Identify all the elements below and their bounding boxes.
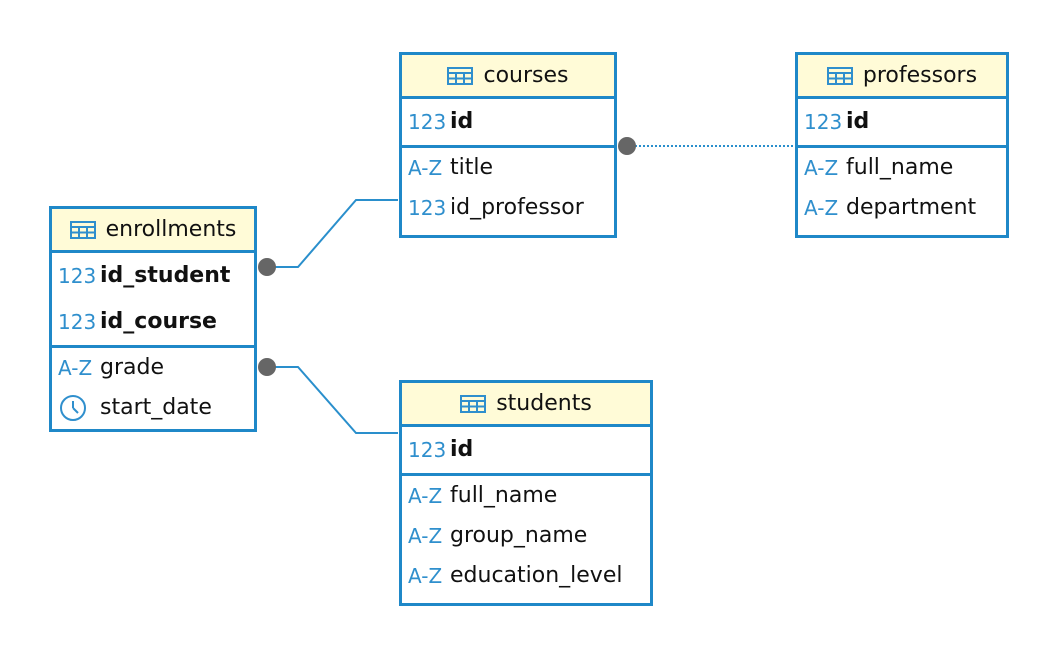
column-row[interactable]: start_date	[58, 388, 248, 428]
column-row[interactable]: 123 id_course	[58, 299, 248, 345]
courses-table-header[interactable]: courses	[402, 55, 614, 99]
text-icon: A-Z	[408, 524, 443, 548]
column-name: full_name	[846, 155, 954, 180]
column-row[interactable]: 123 id_student	[58, 253, 248, 299]
courses-key-columns: 123 id	[402, 99, 614, 148]
column-name: id	[450, 109, 474, 134]
column-row[interactable]: A-Z department	[804, 188, 1000, 228]
column-row[interactable]: A-Z full_name	[804, 148, 1000, 188]
enrollments-columns: A-Z grade start_date	[52, 348, 254, 428]
column-name: grade	[100, 355, 164, 380]
column-row[interactable]: 123 id	[804, 99, 1000, 145]
column-name: id	[846, 109, 870, 134]
column-row[interactable]: 123 id_professor	[408, 188, 608, 228]
professors-table-header[interactable]: professors	[798, 55, 1006, 99]
numeric-icon: 123	[58, 264, 97, 288]
column-row[interactable]: A-Z grade	[58, 348, 248, 388]
enrollments-table-title: enrollments	[105, 216, 237, 242]
table-icon	[69, 220, 96, 239]
students-columns: A-Z full_name A-Z group_name A-Z educati…	[402, 476, 650, 596]
column-name: id	[450, 437, 474, 462]
column-row[interactable]: 123 id	[408, 99, 608, 145]
courses-columns: A-Z title 123 id_professor	[402, 148, 614, 228]
table-icon	[826, 66, 853, 85]
column-name: start_date	[100, 395, 212, 420]
column-name: id_course	[100, 309, 217, 334]
enrollments-table[interactable]: enrollments 123 id_student 123 id_course…	[49, 206, 257, 432]
enrollments-courses-link	[268, 199, 398, 268]
courses-professor-endpoint	[618, 137, 636, 155]
column-name: department	[846, 195, 977, 220]
professors-columns: A-Z full_name A-Z department	[798, 148, 1006, 228]
text-icon: A-Z	[804, 196, 839, 220]
students-table-header[interactable]: students	[402, 383, 650, 427]
courses-table-title: courses	[483, 62, 569, 88]
column-row[interactable]: A-Z full_name	[408, 476, 644, 516]
professors-key-columns: 123 id	[798, 99, 1006, 148]
numeric-icon: 123	[58, 310, 97, 334]
column-name: id_professor	[450, 195, 584, 220]
column-name: group_name	[450, 523, 588, 548]
column-name: full_name	[450, 483, 558, 508]
numeric-icon: 123	[408, 110, 447, 134]
students-table[interactable]: students 123 id A-Z full_name A-Z group_…	[399, 380, 653, 606]
numeric-icon: 123	[408, 196, 447, 220]
column-name: title	[450, 155, 494, 180]
column-row[interactable]: A-Z group_name	[408, 516, 644, 556]
enrollments-key-columns: 123 id_student 123 id_course	[52, 253, 254, 348]
clock-icon	[58, 393, 92, 423]
enrollments-table-header[interactable]: enrollments	[52, 209, 254, 253]
column-row[interactable]: A-Z title	[408, 148, 608, 188]
text-icon: A-Z	[408, 156, 443, 180]
students-table-title: students	[496, 390, 592, 416]
column-name: id_student	[100, 263, 231, 288]
enrollments-students-link	[268, 366, 398, 434]
text-icon: A-Z	[408, 564, 443, 588]
text-icon: A-Z	[408, 484, 443, 508]
column-row[interactable]: A-Z education_level	[408, 556, 644, 596]
numeric-icon: 123	[804, 110, 843, 134]
courses-table[interactable]: courses 123 id A-Z title 123 id_professo…	[399, 52, 617, 238]
enrollments-student-endpoint	[258, 358, 276, 376]
professors-table[interactable]: professors 123 id A-Z full_name A-Z depa…	[795, 52, 1009, 238]
column-row[interactable]: 123 id	[408, 427, 644, 473]
column-name: education_level	[450, 563, 623, 588]
text-icon: A-Z	[58, 356, 93, 380]
table-icon	[460, 394, 487, 413]
students-key-columns: 123 id	[402, 427, 650, 476]
text-icon: A-Z	[804, 156, 839, 180]
table-icon	[447, 66, 474, 85]
numeric-icon: 123	[408, 438, 447, 462]
enrollments-course-endpoint	[258, 258, 276, 276]
professors-table-title: professors	[862, 62, 978, 88]
